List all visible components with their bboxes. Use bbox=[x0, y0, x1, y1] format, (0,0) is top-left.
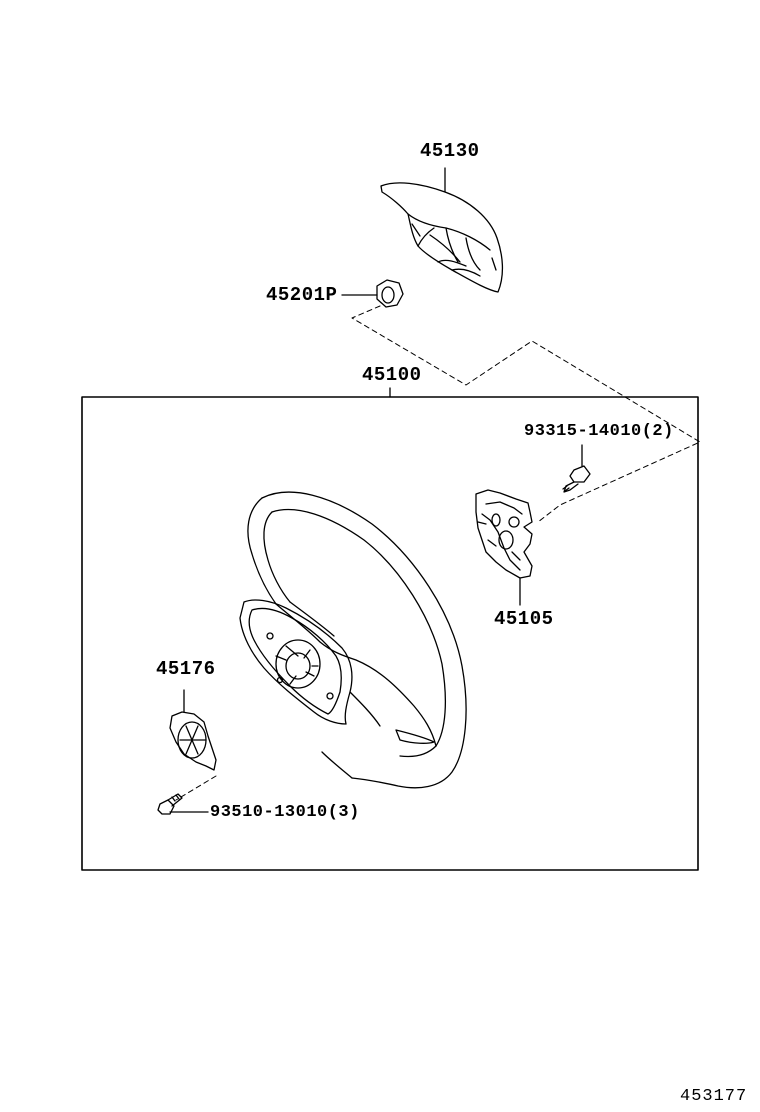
steering-wheel-drawing bbox=[240, 492, 466, 788]
bracket-45105-drawing bbox=[476, 490, 532, 605]
assembly-dashed-line bbox=[352, 306, 700, 522]
part-label-45201P: 45201P bbox=[266, 284, 338, 306]
screw-upper-drawing bbox=[563, 445, 590, 492]
part-label-93510-13010: 93510-13010(3) bbox=[210, 803, 360, 822]
plate-dashed-line bbox=[176, 776, 216, 800]
part-label-93315-14010: 93315-14010(2) bbox=[524, 422, 674, 441]
part-label-45105: 45105 bbox=[494, 608, 554, 630]
part-label-45100: 45100 bbox=[362, 364, 422, 386]
screw-lower-drawing bbox=[158, 794, 208, 814]
part-label-45176: 45176 bbox=[156, 658, 216, 680]
nut-45201P-drawing bbox=[342, 280, 403, 307]
part-label-45130: 45130 bbox=[420, 140, 480, 162]
assembly-frame bbox=[82, 397, 698, 870]
illustration-reference-number: 453177 bbox=[680, 1087, 748, 1106]
plate-45176-drawing bbox=[170, 690, 216, 770]
cover-45130-drawing bbox=[381, 168, 502, 292]
